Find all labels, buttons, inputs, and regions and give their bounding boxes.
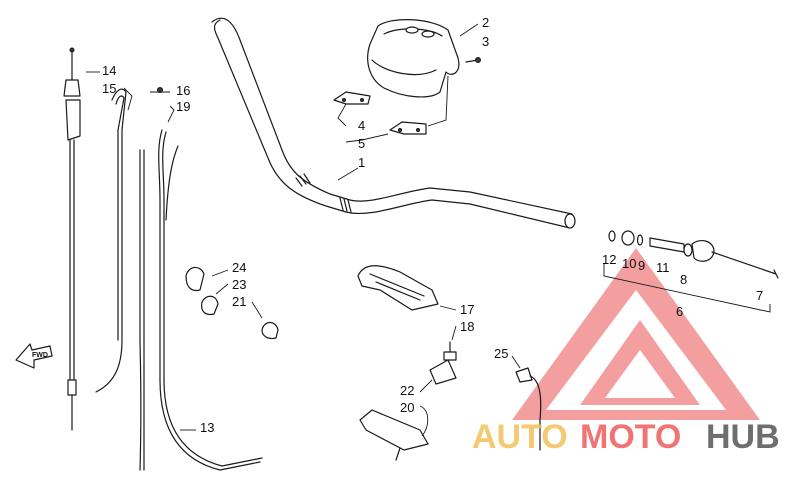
callout-3: 3	[482, 34, 489, 49]
callout-1: 1	[358, 155, 365, 170]
callout-7: 7	[756, 288, 763, 303]
small-bracket	[429, 359, 457, 385]
callout-14: 14	[102, 63, 116, 78]
choke-cable	[158, 129, 263, 471]
callout-8: 8	[680, 272, 687, 287]
switch	[515, 367, 542, 451]
callout-18: 18	[460, 319, 474, 334]
callout-21: 21	[232, 294, 246, 309]
callout-15: 15	[102, 81, 116, 96]
handlebar-end-hardware	[608, 230, 779, 279]
callout-12: 12	[602, 252, 616, 267]
callout-19: 19	[176, 99, 190, 114]
handlebar-cover	[367, 19, 460, 98]
watermark-hub: HUB	[706, 418, 780, 456]
callout-22: 22	[400, 383, 414, 398]
watermark-logo	[512, 248, 760, 420]
bracket-lower	[389, 121, 427, 135]
callout-20: 20	[400, 400, 414, 415]
callout-11: 11	[656, 260, 670, 275]
callout-25: 25	[494, 346, 508, 361]
callout-24: 24	[232, 260, 246, 275]
lower-bracket	[359, 409, 429, 461]
callout-23: 23	[232, 277, 246, 292]
callout-labels: 1 2 3 4 5 6 7 8 9 10 11 12 13 14 15 16 1…	[102, 15, 763, 435]
watermark-auto: AUTO	[472, 418, 568, 456]
fwd-arrow-icon: FWD	[15, 343, 53, 369]
callout-6: 6	[676, 304, 683, 319]
callout-10: 10	[622, 256, 636, 271]
callout-17: 17	[460, 302, 474, 317]
bracket-upper	[333, 91, 371, 105]
callout-13: 13	[200, 420, 214, 435]
callout-4: 4	[358, 118, 365, 133]
screw	[465, 57, 481, 63]
callout-9: 9	[638, 258, 645, 273]
watermark-triangle-core	[605, 350, 675, 398]
cable-clip	[185, 266, 279, 340]
handlebar	[211, 17, 576, 229]
throttle-cable	[63, 47, 81, 431]
handlebar-end	[564, 213, 576, 229]
watermark-text: AUTO MOTO HUB	[472, 418, 780, 456]
fwd-label: FWD	[32, 352, 48, 359]
bolt	[443, 341, 457, 361]
brake-cable	[95, 87, 163, 471]
mount-bracket	[357, 265, 439, 311]
callout-2: 2	[482, 15, 489, 30]
watermark-moto: MOTO	[580, 418, 681, 456]
callout-5: 5	[358, 136, 365, 151]
callout-16: 16	[176, 83, 190, 98]
